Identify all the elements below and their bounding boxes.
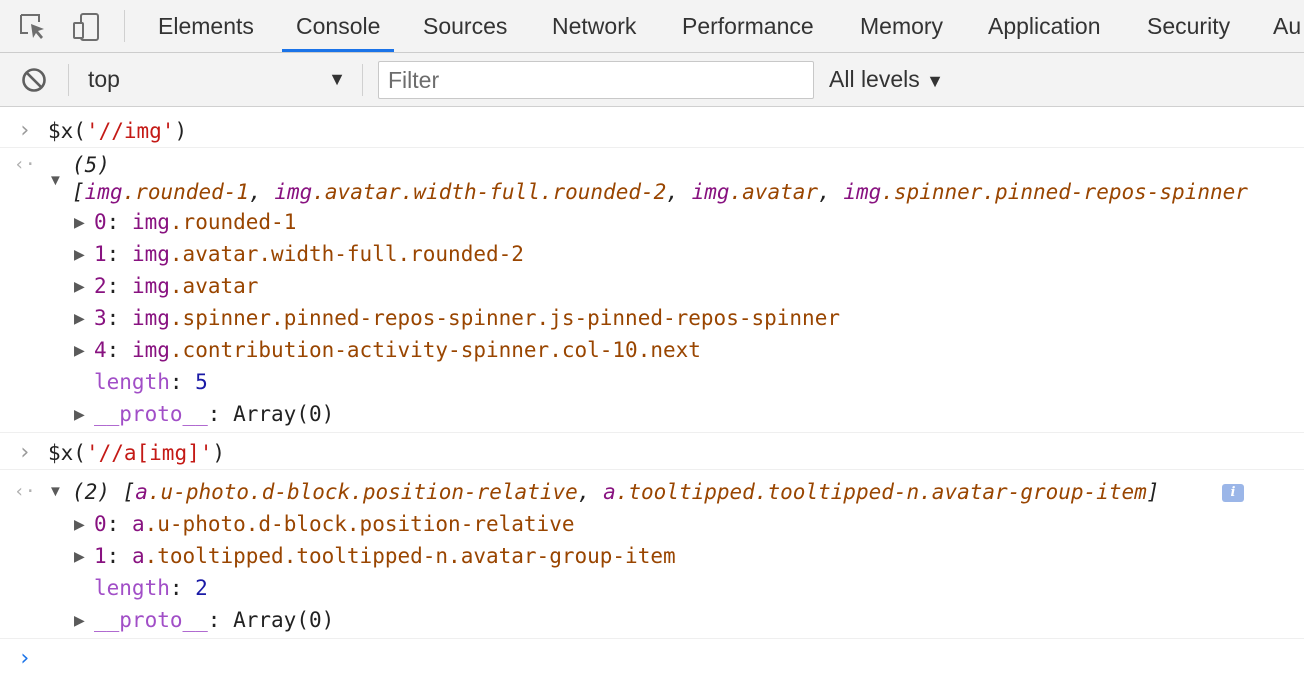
toolbar-divider xyxy=(362,64,363,96)
entry-divider xyxy=(0,638,1304,639)
expand-triangle-icon[interactable]: ▶ xyxy=(74,278,85,294)
inspect-element-icon[interactable] xyxy=(16,10,50,44)
tab-console[interactable]: Console xyxy=(281,0,395,52)
expand-triangle-icon[interactable]: ▶ xyxy=(74,214,85,230)
expand-triangle-icon[interactable]: ▶ xyxy=(74,612,85,628)
expand-triangle-icon[interactable]: ▶ xyxy=(74,406,85,422)
tab-memory[interactable]: Memory xyxy=(860,13,944,39)
expand-triangle-icon[interactable]: ▶ xyxy=(74,310,85,326)
collapse-triangle-icon[interactable]: ▼ xyxy=(48,483,63,500)
entry-divider xyxy=(0,147,1304,148)
tab-elements[interactable]: Elements xyxy=(158,13,254,39)
expand-triangle-icon[interactable]: ▶ xyxy=(74,342,85,358)
output-return-icon: ‹· xyxy=(14,481,36,502)
entry-divider xyxy=(0,469,1304,470)
collapse-triangle-icon[interactable]: ▼ xyxy=(48,172,63,189)
expand-triangle-icon[interactable]: ▶ xyxy=(74,548,85,564)
dropdown-arrow-icon: ▼ xyxy=(328,69,346,89)
log-levels-dropdown[interactable]: All levels ▼ xyxy=(829,53,944,106)
clear-console-icon[interactable] xyxy=(20,66,48,94)
array-preview[interactable]: [img.rounded-1, img.avatar.width-full.ro… xyxy=(72,180,1248,204)
toolbar-divider xyxy=(124,10,125,42)
input-prompt-icon: › xyxy=(18,440,32,465)
context-selector-value: top xyxy=(88,66,120,92)
tab-application[interactable]: Application xyxy=(988,13,1101,39)
context-selector[interactable]: top ▼ xyxy=(88,53,350,106)
info-icon[interactable]: i xyxy=(1222,484,1244,502)
tab-security[interactable]: Security xyxy=(1147,13,1231,39)
entry-divider xyxy=(0,432,1304,433)
output-return-icon: ‹· xyxy=(14,154,36,175)
tab-performance[interactable]: Performance xyxy=(682,13,814,39)
expand-triangle-icon[interactable]: ▶ xyxy=(74,516,85,532)
devtools-tab-bar: Elements Console Sources Network Perform… xyxy=(0,0,1304,53)
tab-network[interactable]: Network xyxy=(552,13,637,39)
filter-input[interactable] xyxy=(378,61,814,99)
dropdown-arrow-icon: ▼ xyxy=(926,71,944,91)
log-levels-label: All levels xyxy=(829,66,920,92)
console-command: $x('//a[img]') xyxy=(48,441,226,465)
console-input[interactable]: › xyxy=(0,644,1304,674)
array-length: length: 5 xyxy=(94,370,208,394)
tab-sources[interactable]: Sources xyxy=(423,13,508,39)
array-preview[interactable]: (2) [a.u-photo.d-block.position-relative… xyxy=(72,480,1160,504)
input-prompt-icon: › xyxy=(18,646,32,671)
device-toolbar-icon[interactable] xyxy=(70,10,104,44)
input-prompt-icon: › xyxy=(18,118,32,143)
console-toolbar: top ▼ All levels ▼ xyxy=(0,53,1304,107)
expand-triangle-icon[interactable]: ▶ xyxy=(74,246,85,262)
toolbar-divider xyxy=(68,64,69,96)
tab-audits[interactable]: Au xyxy=(1273,13,1302,39)
array-count: (5) xyxy=(72,153,110,177)
console-command: $x('//img') xyxy=(48,119,188,143)
array-length: length: 2 xyxy=(94,576,208,600)
